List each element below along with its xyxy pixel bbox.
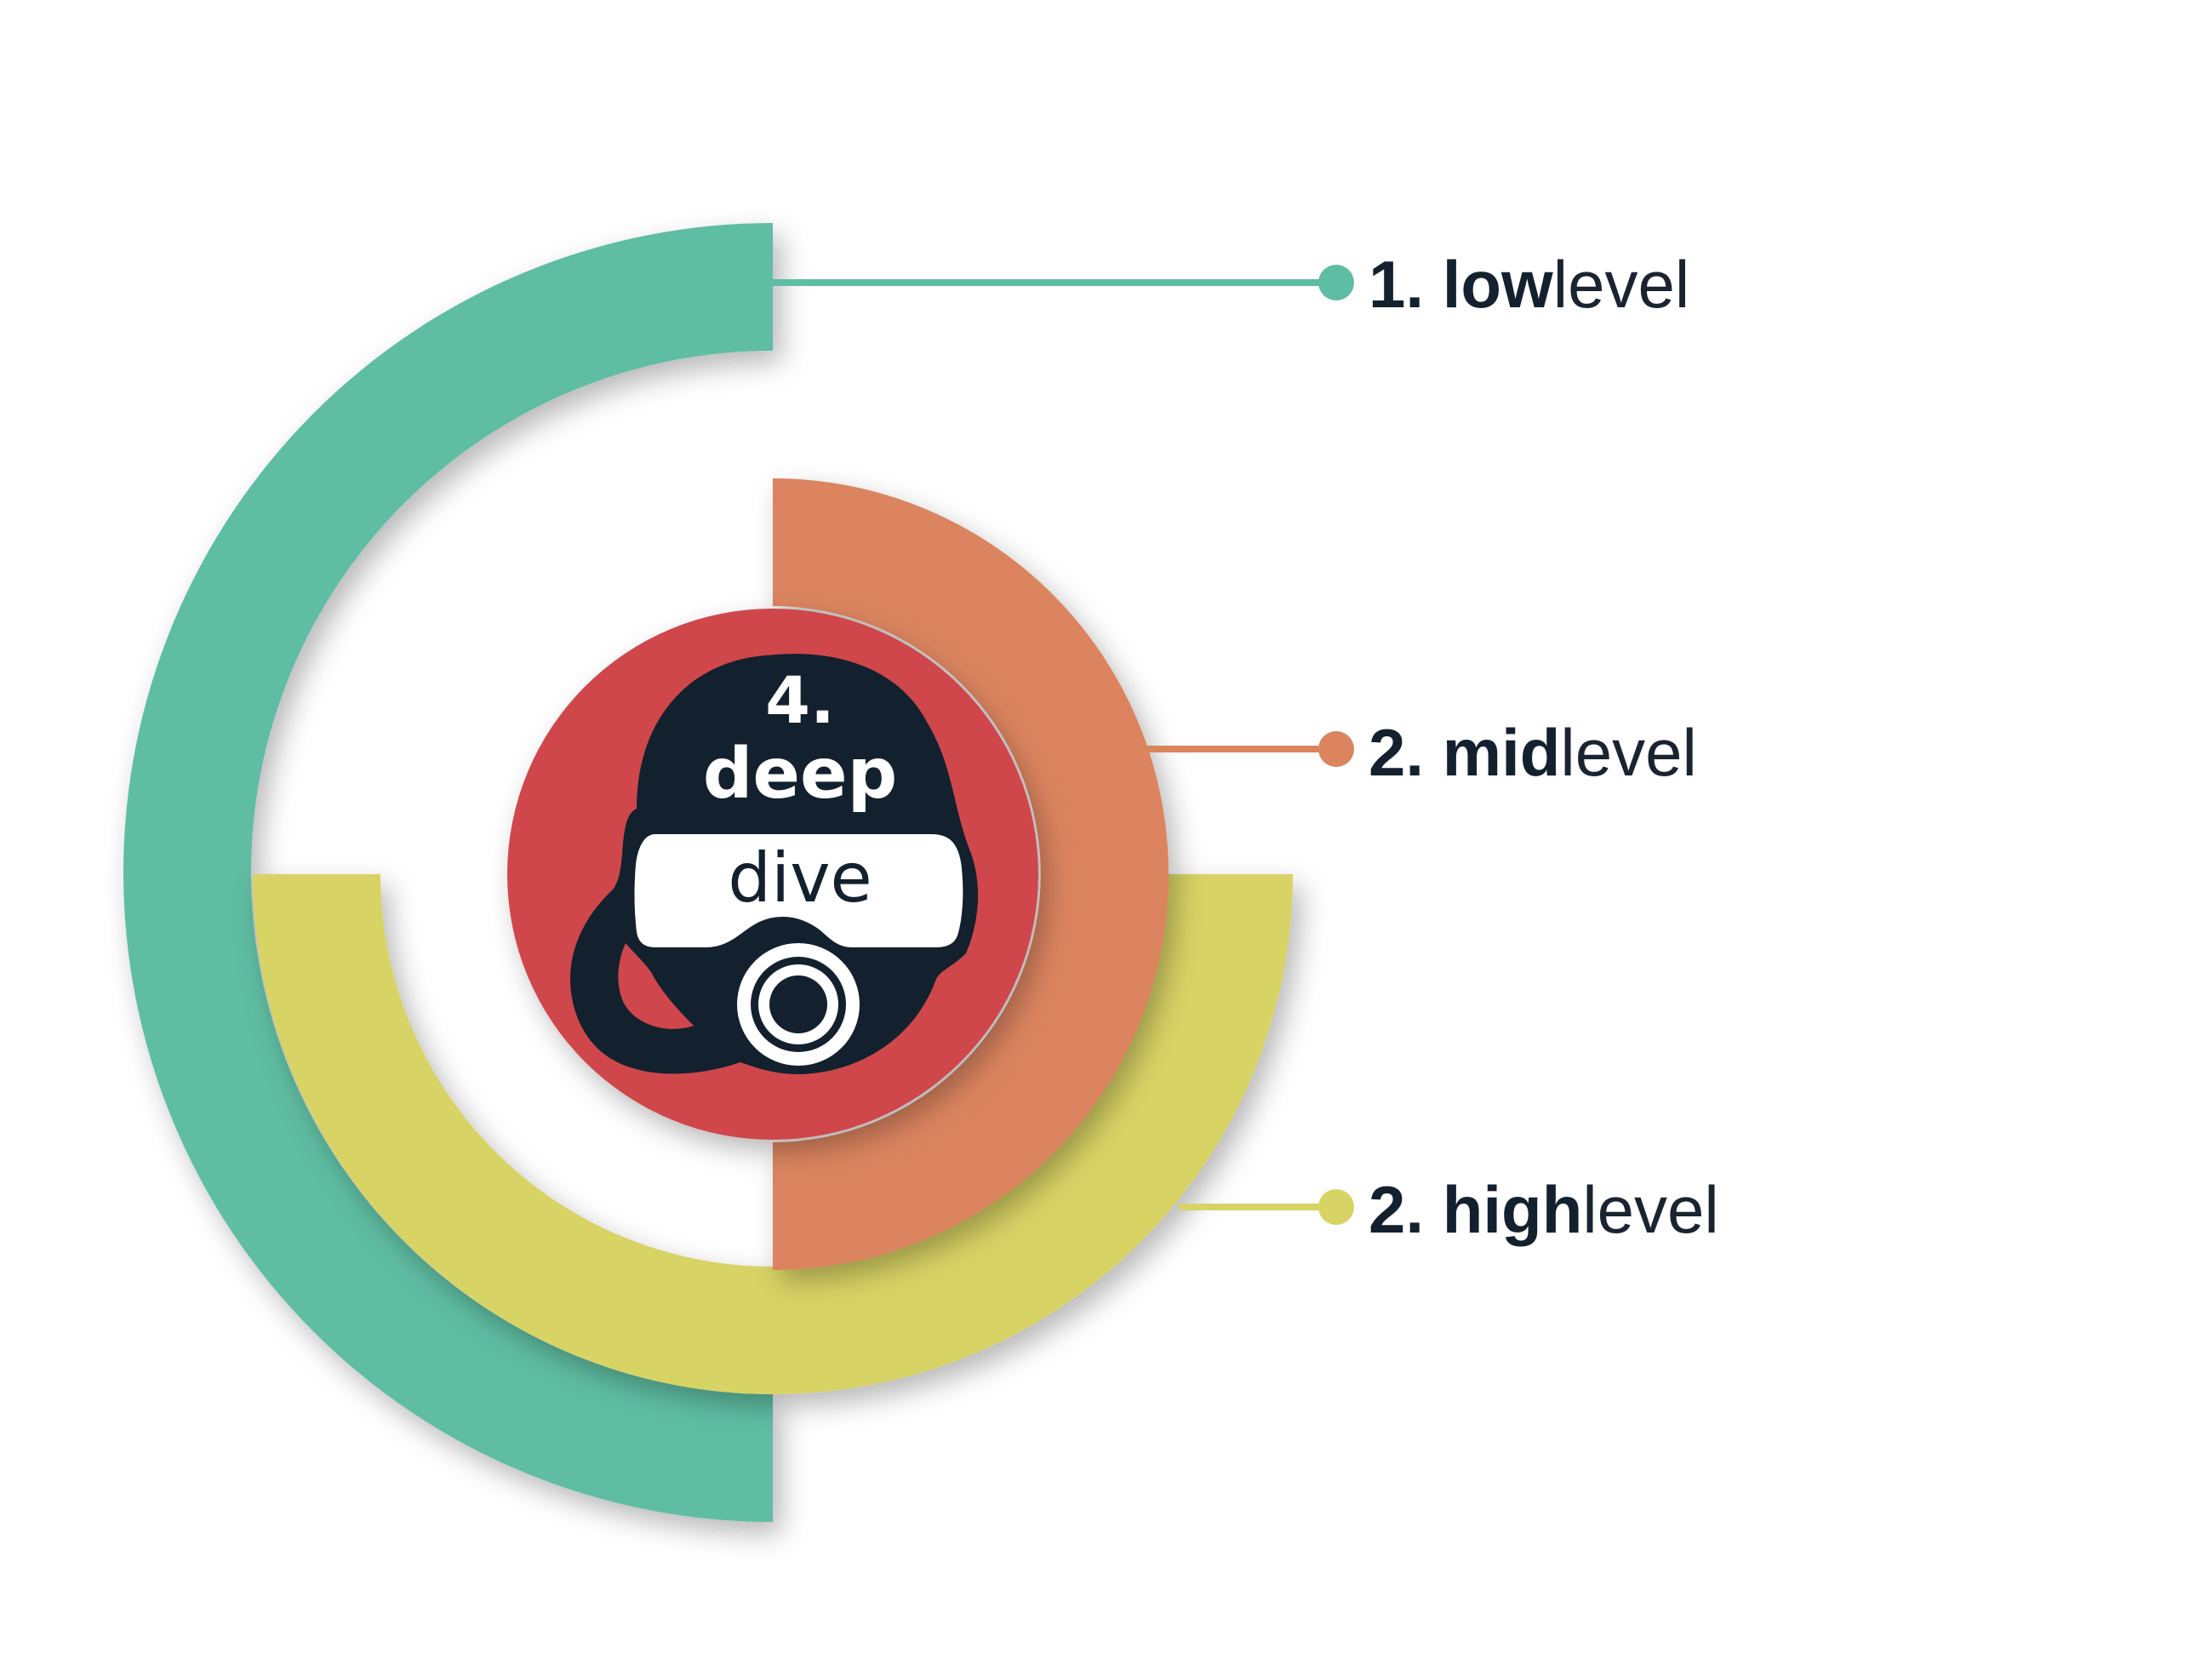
center-word-dive: dive (728, 838, 872, 918)
label-mid-bold: mid (1442, 715, 1561, 790)
label-high-light: level (1582, 1172, 1719, 1247)
label-mid-number: 2. (1369, 715, 1425, 790)
low-connector-dot (1318, 265, 1354, 300)
mid-level-ring (773, 478, 1169, 1270)
label-low-bold: low (1442, 247, 1553, 322)
label-mid-level: 2. midlevel (1369, 719, 1697, 786)
label-high-level: 2. highlevel (1369, 1176, 1719, 1243)
high-connector-dot (1318, 1189, 1354, 1225)
label-low-number: 1. (1369, 247, 1425, 322)
label-mid-light: level (1560, 715, 1697, 790)
center-number: 4. (765, 662, 835, 738)
label-high-number: 2. (1369, 1172, 1425, 1247)
label-high-bold: high (1442, 1172, 1583, 1247)
label-low-level: 1. lowlevel (1369, 251, 1689, 317)
high-level-ring (253, 874, 1293, 1394)
label-low-light: level (1552, 247, 1690, 322)
diving-mask-icon (570, 654, 979, 1074)
center-word-deep: deep (702, 734, 898, 815)
mid-connector-dot (1318, 731, 1354, 767)
low-level-ring (123, 223, 773, 1522)
